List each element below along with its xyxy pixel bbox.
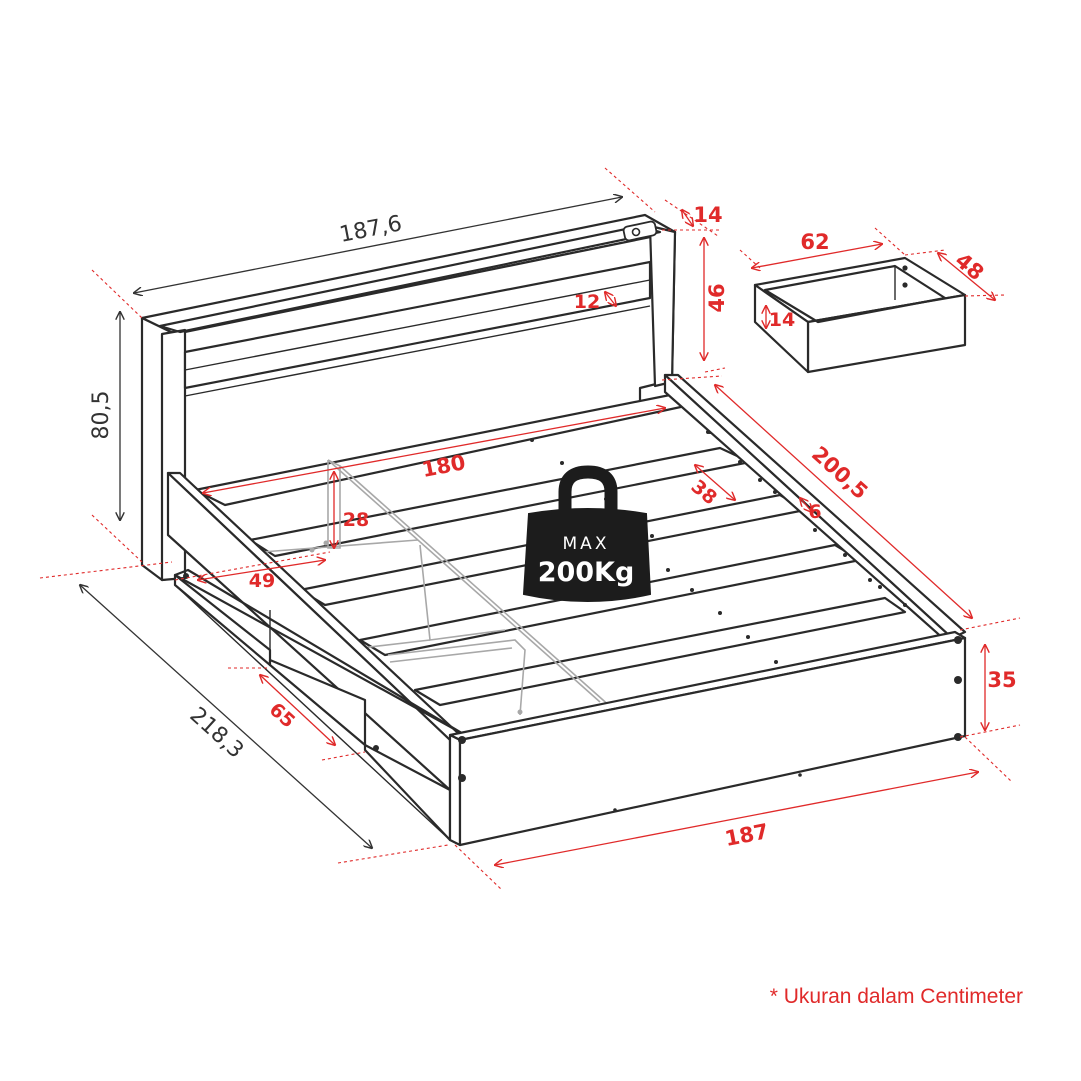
label-storage-height: 28 xyxy=(343,509,369,531)
label-drawer-height: 14 xyxy=(769,309,795,331)
label-total-length: 218,3 xyxy=(185,703,249,764)
label-drawer-width: 62 xyxy=(800,230,829,254)
label-compartment-width: 65 xyxy=(265,699,299,733)
label-storage-depth: 49 xyxy=(249,570,275,592)
usb-port xyxy=(622,220,658,242)
measurement-footnote: * Ukuran dalam Centimeter xyxy=(769,985,1023,1008)
label-headboard-shelf-height: 46 xyxy=(705,283,729,312)
label-slat-spacing: 38 xyxy=(687,475,721,509)
label-headboard-depth: 14 xyxy=(693,203,722,227)
label-frame-width: 187 xyxy=(723,819,771,851)
label-frame-height: 35 xyxy=(987,668,1016,692)
label-side-rail-length: 200,5 xyxy=(807,442,872,504)
label-headboard-height: 80,5 xyxy=(89,391,114,440)
label-rail-thickness: 6 xyxy=(808,501,821,523)
footboard xyxy=(448,630,967,847)
label-shelf-gap: 12 xyxy=(574,291,600,313)
weight-badge-prefix: MAX xyxy=(563,534,610,554)
weight-badge-value: 200Kg xyxy=(538,557,635,588)
dimension-lines xyxy=(80,197,995,865)
label-drawer-depth: 48 xyxy=(951,248,989,285)
